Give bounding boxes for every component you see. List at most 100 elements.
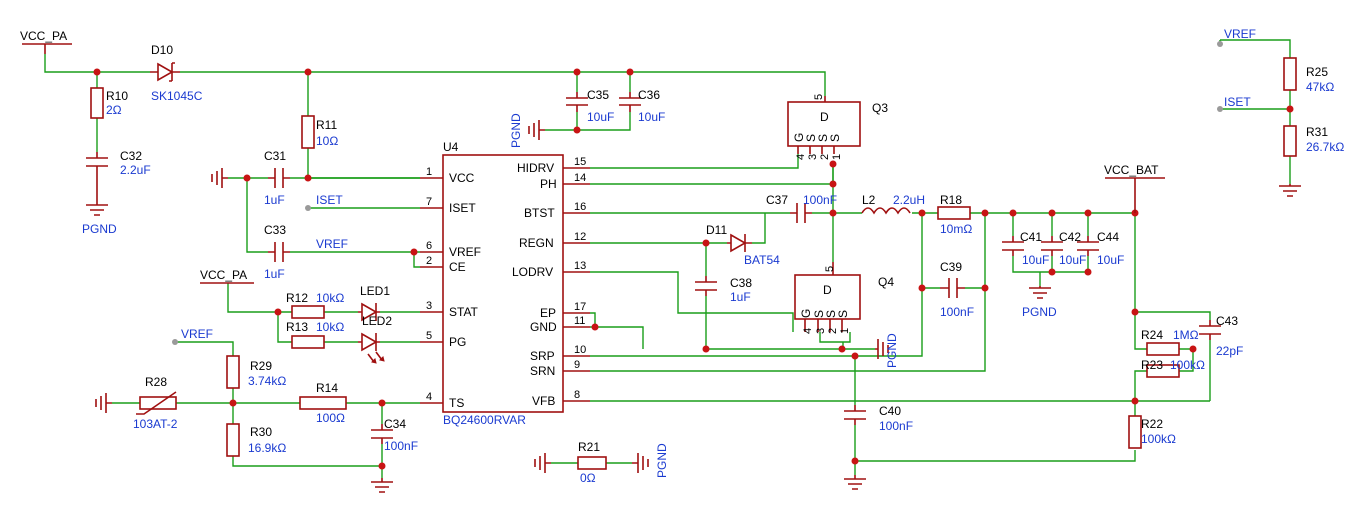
svg-text:S: S bbox=[804, 134, 818, 142]
inductor-l2: L2 2.2uH bbox=[861, 193, 925, 215]
resistor-r12: R12 10kΩ bbox=[286, 291, 344, 319]
ground-icon bbox=[844, 475, 866, 490]
u4-pin-ts: TS bbox=[449, 396, 464, 410]
svg-text:4: 4 bbox=[802, 328, 814, 334]
net-iset-mid: ISET bbox=[316, 193, 343, 207]
svg-text:C34: C34 bbox=[384, 417, 406, 431]
svg-text:R30: R30 bbox=[250, 425, 272, 439]
u4-pin-btst: BTST bbox=[524, 206, 555, 220]
svg-text:1uF: 1uF bbox=[264, 193, 285, 207]
svg-text:2: 2 bbox=[819, 154, 831, 160]
svg-text:9: 9 bbox=[574, 359, 580, 371]
svg-text:G: G bbox=[792, 133, 806, 142]
svg-text:13: 13 bbox=[574, 260, 586, 272]
resistor-r11: R11 10Ω bbox=[301, 115, 338, 149]
u4-pin-ph: PH bbox=[540, 177, 557, 191]
capacitor-c35: C35 10uF bbox=[566, 88, 614, 124]
svg-text:3: 3 bbox=[807, 154, 819, 160]
u4-value: BQ24600RVAR bbox=[443, 413, 526, 427]
resistor-r24: R24 1MΩ bbox=[1141, 328, 1199, 356]
ground-icon bbox=[534, 453, 551, 473]
svg-text:R29: R29 bbox=[250, 359, 272, 373]
svg-text:12: 12 bbox=[574, 231, 586, 243]
u4-pin-vfb: VFB bbox=[532, 394, 555, 408]
svg-text:100nF: 100nF bbox=[879, 419, 913, 433]
svg-text:2.2uF: 2.2uF bbox=[120, 163, 151, 177]
net-vref-left: VREF bbox=[181, 327, 213, 341]
net-labels: VCC_PA VCC_PA VREF ISET ISET VREF VREF V… bbox=[20, 27, 1256, 341]
svg-text:17: 17 bbox=[574, 301, 586, 313]
resistor-r18: R18 10mΩ bbox=[937, 193, 972, 236]
svg-text:C35: C35 bbox=[587, 88, 609, 102]
capacitor-c31: C31 1uF bbox=[264, 149, 290, 207]
u4-ref: U4 bbox=[443, 140, 459, 154]
ground-icon bbox=[1279, 184, 1301, 197]
svg-text:10Ω: 10Ω bbox=[316, 134, 338, 148]
ground-icon bbox=[211, 168, 228, 188]
svg-text:4: 4 bbox=[426, 391, 432, 403]
u4-pin-srn: SRN bbox=[530, 364, 555, 378]
u4-ic: U4 BQ24600RVAR VCC 1 ISET 7 VREF 6 CE 2 … bbox=[420, 140, 590, 427]
net-pgnd-q4: PGND bbox=[885, 333, 899, 368]
svg-text:14: 14 bbox=[574, 172, 586, 184]
svg-text:10uF: 10uF bbox=[587, 110, 614, 124]
resistor-r31: R31 26.7kΩ bbox=[1283, 125, 1344, 157]
net-pgnd-c35: PGND bbox=[509, 113, 523, 148]
svg-text:SK1045C: SK1045C bbox=[151, 89, 203, 103]
svg-text:C42: C42 bbox=[1059, 230, 1081, 244]
ground-icon bbox=[875, 339, 889, 359]
svg-text:D: D bbox=[823, 283, 832, 297]
ground-icon bbox=[1029, 286, 1051, 299]
svg-text:C31: C31 bbox=[264, 149, 286, 163]
svg-text:10uF: 10uF bbox=[1097, 253, 1124, 267]
svg-text:R24: R24 bbox=[1141, 328, 1163, 342]
svg-text:10mΩ: 10mΩ bbox=[940, 222, 972, 236]
led-led2: LED2 bbox=[358, 314, 392, 364]
svg-text:100kΩ: 100kΩ bbox=[1170, 358, 1205, 372]
svg-text:47kΩ: 47kΩ bbox=[1306, 80, 1334, 94]
svg-text:C39: C39 bbox=[940, 260, 962, 274]
svg-text:C33: C33 bbox=[264, 223, 286, 237]
svg-text:1uF: 1uF bbox=[264, 267, 285, 281]
svg-text:100kΩ: 100kΩ bbox=[1141, 432, 1176, 446]
u4-pin-ce: CE bbox=[449, 260, 466, 274]
mosfet-q4: D 5 G S S S 4 3 2 1 Q4 bbox=[794, 262, 894, 334]
svg-text:C41: C41 bbox=[1020, 230, 1042, 244]
svg-text:LED1: LED1 bbox=[360, 284, 390, 298]
u4-pin-pg: PG bbox=[449, 335, 466, 349]
svg-text:103AT-2: 103AT-2 bbox=[133, 417, 178, 431]
svg-text:7: 7 bbox=[426, 196, 432, 208]
net-vref-right: VREF bbox=[1224, 27, 1256, 41]
capacitor-c34: C34 100nF bbox=[371, 417, 418, 453]
resistor-r21: R21 0Ω bbox=[577, 440, 607, 485]
svg-text:R12: R12 bbox=[286, 291, 308, 305]
u4-pin-regn: REGN bbox=[519, 236, 554, 250]
svg-text:LED2: LED2 bbox=[362, 314, 392, 328]
ground-icon bbox=[86, 186, 108, 216]
svg-text:R10: R10 bbox=[106, 89, 128, 103]
junction-dots bbox=[93, 68, 1294, 470]
resistor-r13: R13 10kΩ bbox=[286, 320, 344, 349]
svg-text:R23: R23 bbox=[1141, 358, 1163, 372]
resistor-r23: R23 100kΩ bbox=[1141, 358, 1205, 378]
svg-text:Q3: Q3 bbox=[872, 101, 888, 115]
u4-pin-vcc: VCC bbox=[449, 171, 475, 185]
svg-text:15: 15 bbox=[574, 156, 586, 168]
svg-text:D: D bbox=[820, 110, 829, 124]
capacitor-c42: C42 10uF bbox=[1041, 230, 1086, 267]
svg-text:C40: C40 bbox=[879, 404, 901, 418]
u4-pin-iset: ISET bbox=[449, 201, 476, 215]
svg-text:D11: D11 bbox=[706, 223, 727, 237]
net-pgnd-r21: PGND bbox=[655, 443, 669, 478]
svg-text:1: 1 bbox=[831, 154, 843, 160]
svg-text:C43: C43 bbox=[1216, 314, 1238, 328]
svg-text:100nF: 100nF bbox=[940, 305, 974, 319]
resistor-r22: R22 100kΩ bbox=[1128, 415, 1176, 449]
u4-pin-lodrv: LODRV bbox=[512, 265, 553, 279]
svg-text:5: 5 bbox=[813, 94, 825, 100]
svg-text:2: 2 bbox=[426, 255, 432, 267]
ground-icon bbox=[95, 393, 112, 413]
svg-text:100nF: 100nF bbox=[384, 439, 418, 453]
